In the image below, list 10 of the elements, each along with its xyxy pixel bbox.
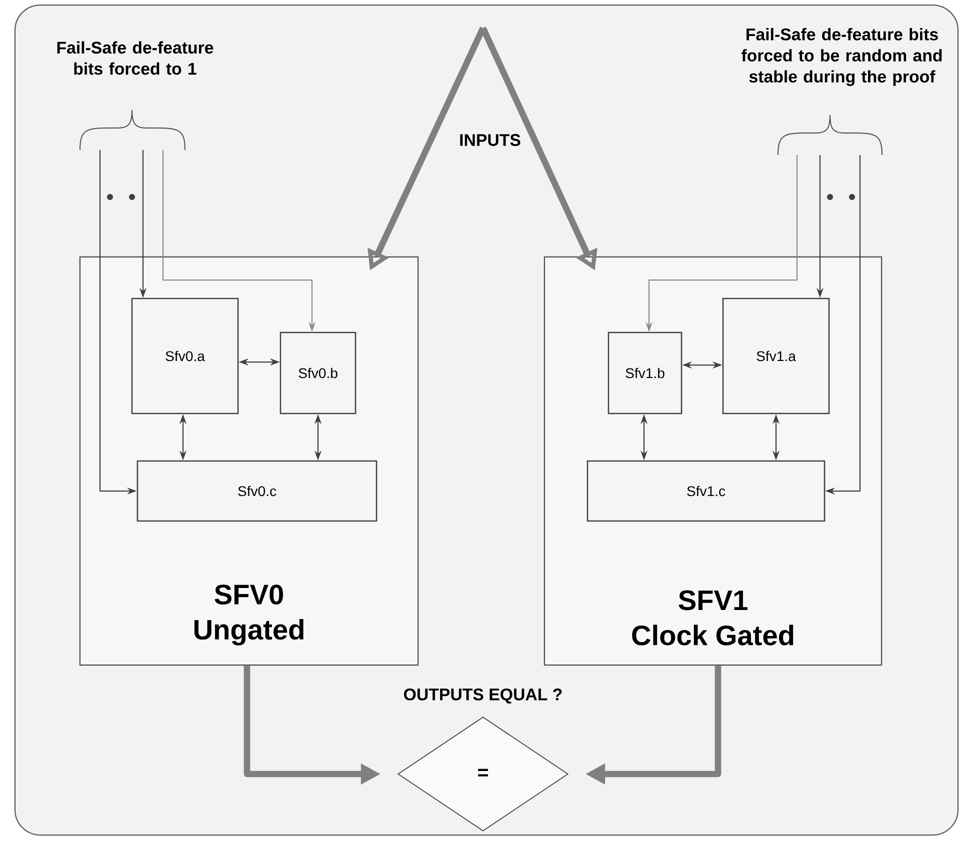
- block-box: Sfv0.b: [280, 332, 356, 414]
- caption-text: OUTPUTS EQUAL ?: [404, 688, 562, 704]
- block-box: Sfv1.c: [586, 460, 826, 522]
- inputs-label: INPUTS: [460, 134, 520, 146]
- block-box: Sfv1.a: [722, 298, 830, 414]
- annotation-text: Fail-Safe de-feature bits forced to be random and stable during the proof: [742, 28, 942, 86]
- block-box: Sfv0.a: [131, 298, 239, 414]
- annotation-text: Fail-Safe de-feature bits forced to 1: [57, 41, 214, 75]
- block-box: Sfv0.c: [136, 460, 378, 522]
- block-box: Sfv1.b: [608, 332, 682, 414]
